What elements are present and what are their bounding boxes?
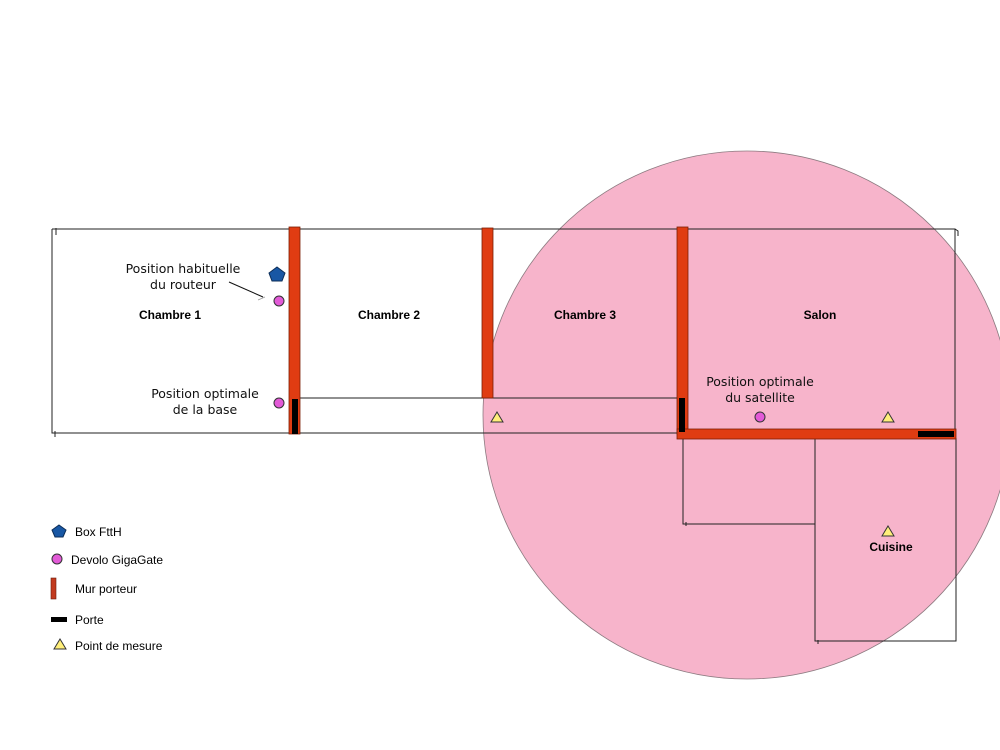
measure-point-icon [881, 525, 895, 537]
wifi-coverage-area [482, 150, 1000, 680]
note-router-usual-line1: Position habituelle [126, 261, 241, 276]
fttH-box-icon [268, 266, 286, 282]
legend-pentagon-icon [51, 524, 67, 538]
router-leader-tick [257, 296, 266, 301]
devolo-satellite-position-icon [754, 411, 766, 423]
devolo-router-position-icon [273, 295, 285, 307]
measure-points [490, 411, 895, 537]
room-label-chambre-3: Chambre 3 [554, 308, 616, 322]
load-bearing-walls [288, 226, 957, 440]
note-satellite-optimal-line1: Position optimale [706, 374, 814, 389]
note-base-optimal-line2: de la base [173, 402, 238, 417]
legend-wall-icon [50, 577, 57, 600]
legend-circle-icon [51, 553, 63, 565]
legend-label-porte: Porte [75, 613, 104, 627]
note-satellite-optimal-line2: du satellite [725, 390, 795, 405]
legend-label-mur-porteur: Mur porteur [75, 582, 137, 596]
legend-label-box-ftth: Box FttH [75, 525, 122, 539]
doors [292, 398, 954, 437]
measure-point-icon [881, 411, 895, 423]
legend: Box FttH Devolo GigaGate Mur porteur Por… [50, 524, 163, 653]
room-label-chambre-1: Chambre 1 [139, 308, 201, 322]
legend-label-point-de-mesure: Point de mesure [75, 639, 163, 653]
room-label-salon: Salon [804, 308, 837, 322]
devolo-base-position-icon [273, 397, 285, 409]
legend-triangle-icon [53, 638, 67, 650]
legend-door-icon [51, 617, 67, 622]
note-base-optimal-line1: Position optimale [151, 386, 259, 401]
router-leader-line [228, 281, 264, 298]
room-label-cuisine: Cuisine [869, 540, 913, 554]
note-router-usual-line2: du routeur [150, 277, 217, 292]
legend-label-devolo: Devolo GigaGate [71, 553, 163, 567]
measure-point-icon [490, 411, 504, 423]
room-label-chambre-2: Chambre 2 [358, 308, 420, 322]
